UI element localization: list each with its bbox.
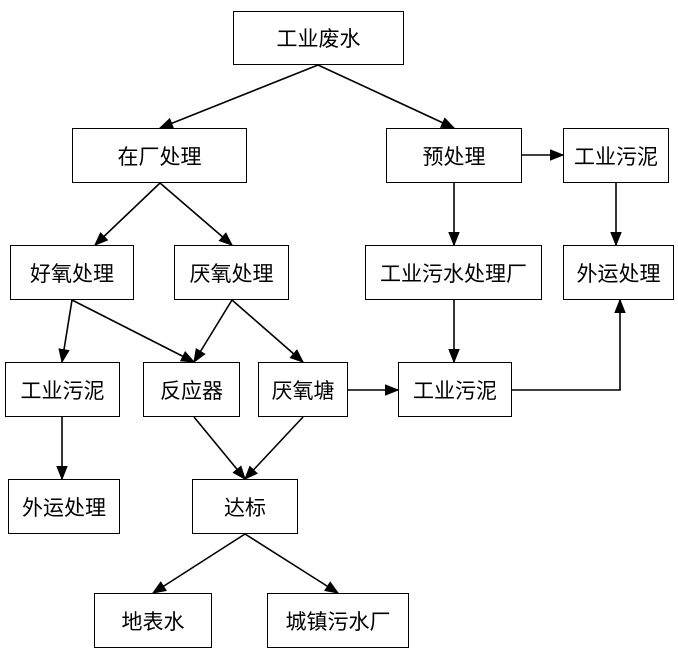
- node-municipal-wwtp: 城镇污水厂: [267, 593, 409, 648]
- edge-compliance-to-municipal-wwtp: [244, 533, 340, 594]
- edge-sludge-mid-to-disposal-right: [512, 298, 626, 391]
- edge-anaerobic-to-pond: [231, 299, 305, 363]
- node-compliance: 达标: [192, 479, 298, 534]
- edge-onsite-to-aerobic: [93, 182, 161, 246]
- node-industrial-sludge-mid: 工业污泥: [398, 362, 512, 417]
- edge-wastewater-to-onsite: [158, 64, 319, 129]
- node-external-disposal-left: 外运处理: [8, 479, 120, 534]
- node-reactor: 反应器: [143, 362, 240, 417]
- edge-compliance-to-surface-water: [151, 533, 246, 594]
- node-anaerobic-pond: 厌氧塘: [258, 362, 348, 417]
- node-aerobic-treatment: 好氧处理: [10, 245, 134, 300]
- node-industrial-wastewater: 工业废水: [233, 11, 404, 65]
- node-onsite-treatment: 在厂处理: [72, 128, 247, 183]
- node-pretreatment: 预处理: [386, 128, 522, 183]
- edge-reactor-to-compliance: [193, 416, 246, 481]
- edge-onsite-to-anaerobic: [159, 182, 234, 246]
- node-industrial-wwtp: 工业污水处理厂: [365, 245, 542, 300]
- node-external-disposal-right: 外运处理: [563, 245, 674, 300]
- edge-wastewater-to-pretreatment: [317, 64, 456, 129]
- edge-anaerobic-to-reactor: [193, 299, 233, 364]
- edge-aerobic-to-reactor: [71, 299, 196, 363]
- node-industrial-sludge-top: 工业污泥: [563, 128, 669, 183]
- edge-pond-to-compliance: [244, 416, 304, 481]
- edge-aerobic-to-sludge-left: [58, 299, 73, 364]
- node-industrial-sludge-left: 工业污泥: [5, 362, 120, 417]
- node-anaerobic-treatment: 厌氧处理: [174, 245, 289, 300]
- node-surface-water: 地表水: [94, 593, 212, 648]
